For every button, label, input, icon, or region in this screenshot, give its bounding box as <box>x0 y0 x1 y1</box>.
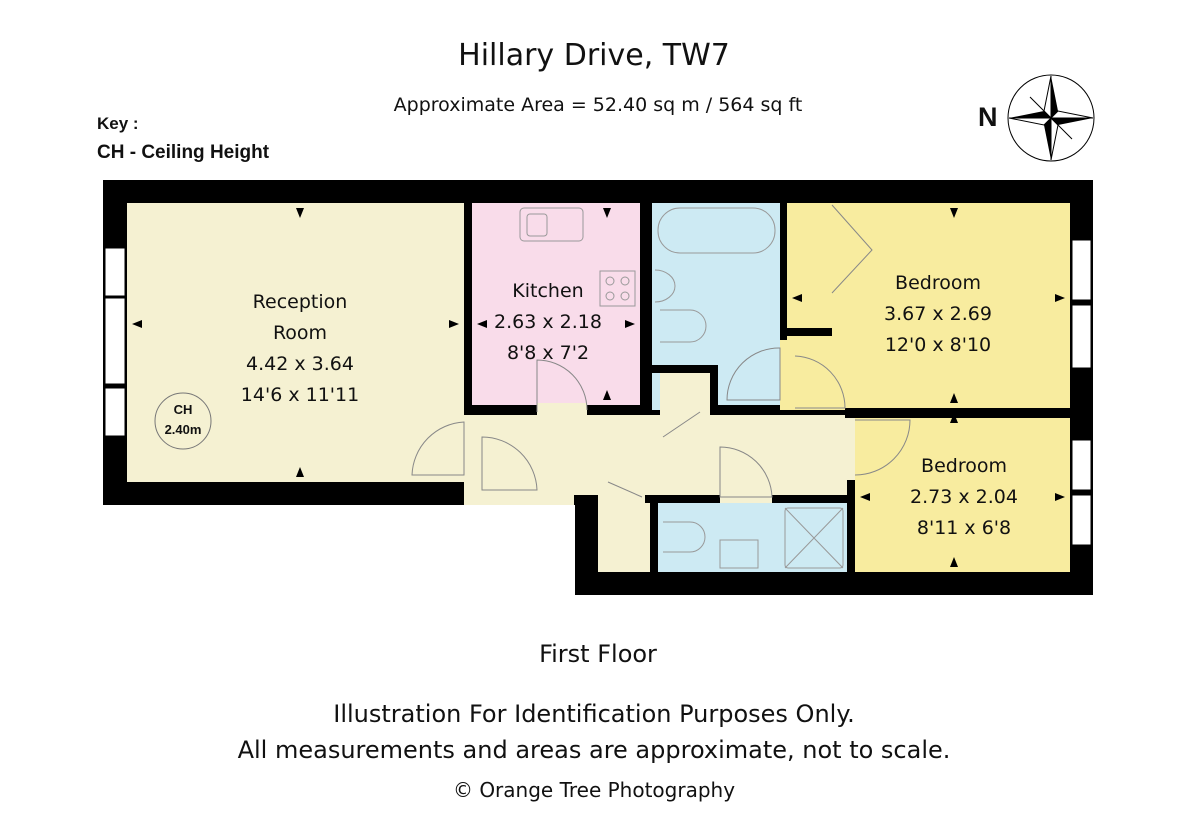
kitchen <box>472 203 640 405</box>
room-name: Reception <box>252 291 348 313</box>
room-imperial: 12'0 x 8'10 <box>884 334 992 356</box>
shower-room <box>658 503 847 572</box>
ceiling-height-text: CH 2.40m <box>165 400 202 440</box>
fixtures <box>519 207 844 569</box>
copyright: © Orange Tree Photography <box>452 778 736 802</box>
room-label-kitchen: Kitchen 2.63 x 2.18 8'8 x 7'2 <box>494 276 602 369</box>
shower-tray-icon <box>784 507 844 569</box>
floor-label: First Floor <box>539 640 657 668</box>
room-imperial: 14'6 x 11'11 <box>240 384 360 406</box>
sink-icon <box>519 207 584 242</box>
basin-icon <box>654 269 676 303</box>
disclaimer-line-2: All measurements and areas are approxima… <box>237 736 951 764</box>
room-metric: 3.67 x 2.69 <box>884 303 992 325</box>
bedroom-2 <box>855 418 1070 572</box>
compass-icon <box>1007 74 1095 162</box>
bedroom-1-entry <box>780 340 790 410</box>
room-name: Bedroom <box>921 455 1007 477</box>
toilet-icon <box>660 309 707 343</box>
key-heading: Key : <box>97 114 139 133</box>
toilet-icon <box>663 521 706 553</box>
room-metric: 4.42 x 3.64 <box>246 353 354 375</box>
bath-icon <box>657 207 776 254</box>
ceiling-height-badge <box>154 392 212 450</box>
room-imperial: 8'8 x 7'2 <box>506 342 590 364</box>
key-entry: CH - Ceiling Height <box>97 142 270 163</box>
reception-room <box>127 203 464 482</box>
inner-walls <box>464 203 1070 572</box>
ceiling-value: 2.40m <box>164 422 202 437</box>
room-name: Kitchen <box>512 280 584 302</box>
approximate-area: Approximate Area = 52.40 sq m / 564 sq f… <box>393 94 803 116</box>
room-label-bedroom-2: Bedroom 2.73 x 2.04 8'11 x 6'8 <box>910 451 1018 544</box>
page-title: Hillary Drive, TW7 <box>458 38 730 73</box>
hallway <box>464 370 855 572</box>
room-metric: 2.63 x 2.18 <box>494 311 602 333</box>
room-metric: 2.73 x 2.04 <box>910 486 1018 508</box>
disclaimer-line-1: Illustration For Identification Purposes… <box>333 700 855 728</box>
hob-icon <box>599 270 636 307</box>
room-label-reception: Reception Room 4.42 x 3.64 14'6 x 11'11 <box>241 287 359 411</box>
dimension-arrows <box>132 208 1065 567</box>
room-label-bedroom-1: Bedroom 3.67 x 2.69 12'0 x 8'10 <box>884 268 992 361</box>
north-label: N <box>978 102 998 132</box>
windows <box>104 239 1092 546</box>
room-name: Bedroom <box>895 272 981 294</box>
ceiling-label: CH <box>173 402 193 417</box>
basin-icon <box>719 539 759 569</box>
room-name: Room <box>272 322 328 344</box>
doors <box>411 204 911 498</box>
room-imperial: 8'11 x 6'8 <box>916 517 1012 539</box>
